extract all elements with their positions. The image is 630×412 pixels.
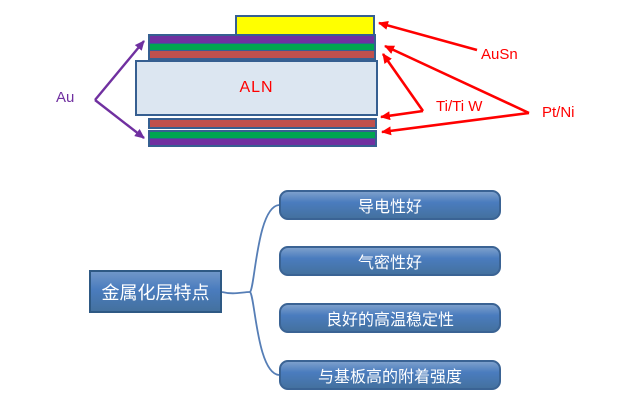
feature-box-thermal-stability: 良好的高温稳定性 — [279, 303, 501, 333]
feature-box-hermeticity: 气密性好 — [279, 246, 501, 276]
titiw-layer-top — [150, 50, 374, 58]
ausn-arrow — [378, 21, 478, 52]
ptni-arrow-bottom — [381, 111, 530, 136]
top-metallization-stack — [148, 34, 376, 60]
au-label: Au — [56, 89, 75, 106]
ptni-layer-top — [150, 43, 374, 50]
root-box-label: 金属化层特点 — [101, 282, 210, 303]
bottom-metallization-stack — [148, 130, 377, 147]
feature-label: 与基板高的附着强度 — [317, 369, 462, 386]
au-layer-top — [150, 36, 374, 43]
feature-label: 导电性好 — [357, 199, 422, 216]
ausn-label: AuSn — [481, 46, 518, 63]
ptni-layer-bottom — [150, 132, 375, 138]
feature-box-adhesion: 与基板高的附着强度 — [279, 360, 501, 390]
feature-label: 良好的高温稳定性 — [325, 312, 454, 329]
metallization-features-root: 金属化层特点 — [89, 270, 222, 313]
brace-lower-arm — [249, 291, 280, 376]
titiw-label: Ti/Ti W — [436, 98, 483, 115]
brace-stem — [221, 291, 251, 295]
titiw-arrow-top — [381, 53, 425, 112]
au-layer-bottom — [150, 138, 375, 145]
aln-label: ALN — [239, 79, 274, 96]
feature-box-conductivity: 导电性好 — [279, 190, 501, 220]
titiw-layer-bottom — [148, 118, 377, 129]
brace-upper-arm — [249, 204, 280, 293]
feature-label: 气密性好 — [357, 255, 422, 272]
ptni-label: Pt/Ni — [542, 104, 575, 121]
titiw-arrow-bottom — [380, 109, 424, 121]
aln-substrate: ALN — [135, 60, 378, 116]
